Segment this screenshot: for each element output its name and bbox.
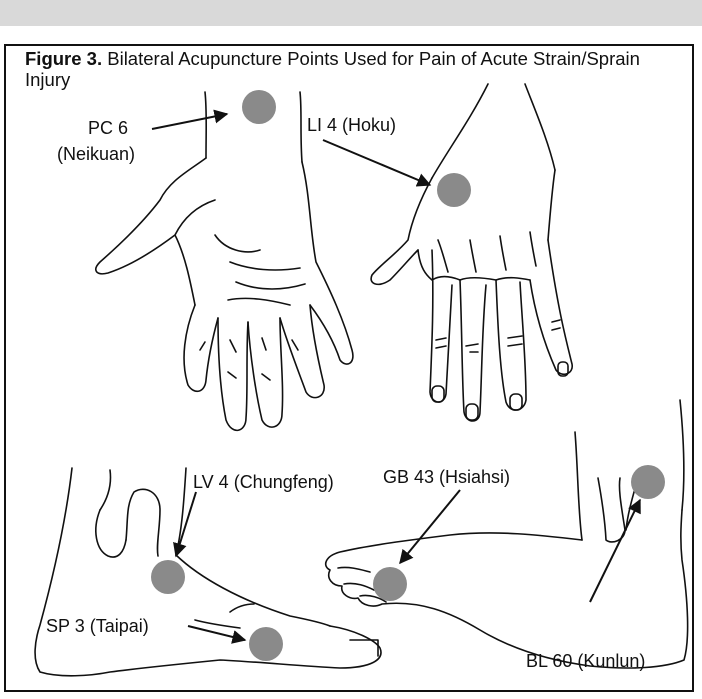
gb43-marker bbox=[373, 567, 407, 601]
li4-marker bbox=[437, 173, 471, 207]
sp3-marker bbox=[249, 627, 283, 661]
gb43-arrow bbox=[400, 490, 460, 563]
lv4-marker bbox=[151, 560, 185, 594]
gb43-label: GB 43 (Hsiahsi) bbox=[383, 467, 510, 488]
sp3-label: SP 3 (Taipai) bbox=[46, 616, 149, 637]
pc6-name-label: (Neikuan) bbox=[57, 144, 135, 165]
lv4-arrow bbox=[176, 492, 196, 556]
pc6-arrow bbox=[152, 114, 227, 129]
lv4-label: LV 4 (Chungfeng) bbox=[193, 472, 334, 493]
pc6-code-label: PC 6 bbox=[88, 118, 128, 139]
bl60-arrow bbox=[590, 500, 640, 602]
li4-arrow bbox=[323, 140, 430, 185]
back-hand-drawing bbox=[371, 84, 572, 421]
lateral-foot-drawing bbox=[326, 400, 688, 668]
palm-hand-drawing bbox=[96, 92, 353, 430]
li4-label: LI 4 (Hoku) bbox=[307, 115, 396, 136]
pc6-marker bbox=[242, 90, 276, 124]
bl60-label: BL 60 (Kunlun) bbox=[526, 651, 645, 672]
bl60-marker bbox=[631, 465, 665, 499]
